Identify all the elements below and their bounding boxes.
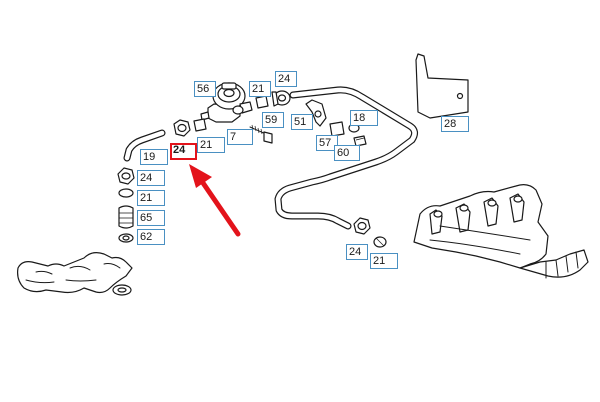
nut-stack-lower	[117, 167, 135, 243]
callout-21[interactable]: 21	[249, 81, 271, 97]
callout-60[interactable]: 60	[334, 145, 360, 161]
callout-65[interactable]: 65	[137, 210, 165, 226]
callout-19[interactable]: 19	[140, 149, 168, 165]
exhaust-manifold-right	[413, 184, 589, 279]
callout-59[interactable]: 59	[262, 112, 284, 128]
exhaust-manifold-left	[17, 252, 133, 296]
callout-62[interactable]: 62	[137, 229, 165, 245]
bushing-57	[329, 121, 360, 137]
callout-24-highlighted[interactable]: 24	[170, 143, 197, 160]
callout-57[interactable]: 57	[316, 135, 338, 151]
air-pump-valve	[200, 82, 253, 123]
nut-fitting-lower	[353, 217, 387, 248]
callout-24[interactable]: 24	[275, 71, 297, 87]
nut-washer-upper	[173, 118, 207, 137]
bolt-59	[249, 124, 273, 144]
callout-21[interactable]: 21	[137, 190, 165, 206]
callout-28[interactable]: 28	[441, 116, 469, 132]
air-pipe-long	[274, 86, 419, 230]
callout-21[interactable]: 21	[370, 253, 398, 269]
air-pipe-short	[123, 129, 166, 162]
mounting-bracket-28	[415, 53, 469, 119]
callout-56[interactable]: 56	[194, 81, 216, 97]
callout-24[interactable]: 24	[137, 170, 165, 186]
bolt-60	[353, 135, 367, 147]
bracket-51	[305, 99, 327, 127]
callout-7[interactable]: 7	[227, 129, 253, 145]
callout-24[interactable]: 24	[346, 244, 368, 260]
callout-18[interactable]: 18	[350, 110, 378, 126]
callout-21[interactable]: 21	[197, 137, 225, 153]
callout-51[interactable]: 51	[291, 114, 313, 130]
